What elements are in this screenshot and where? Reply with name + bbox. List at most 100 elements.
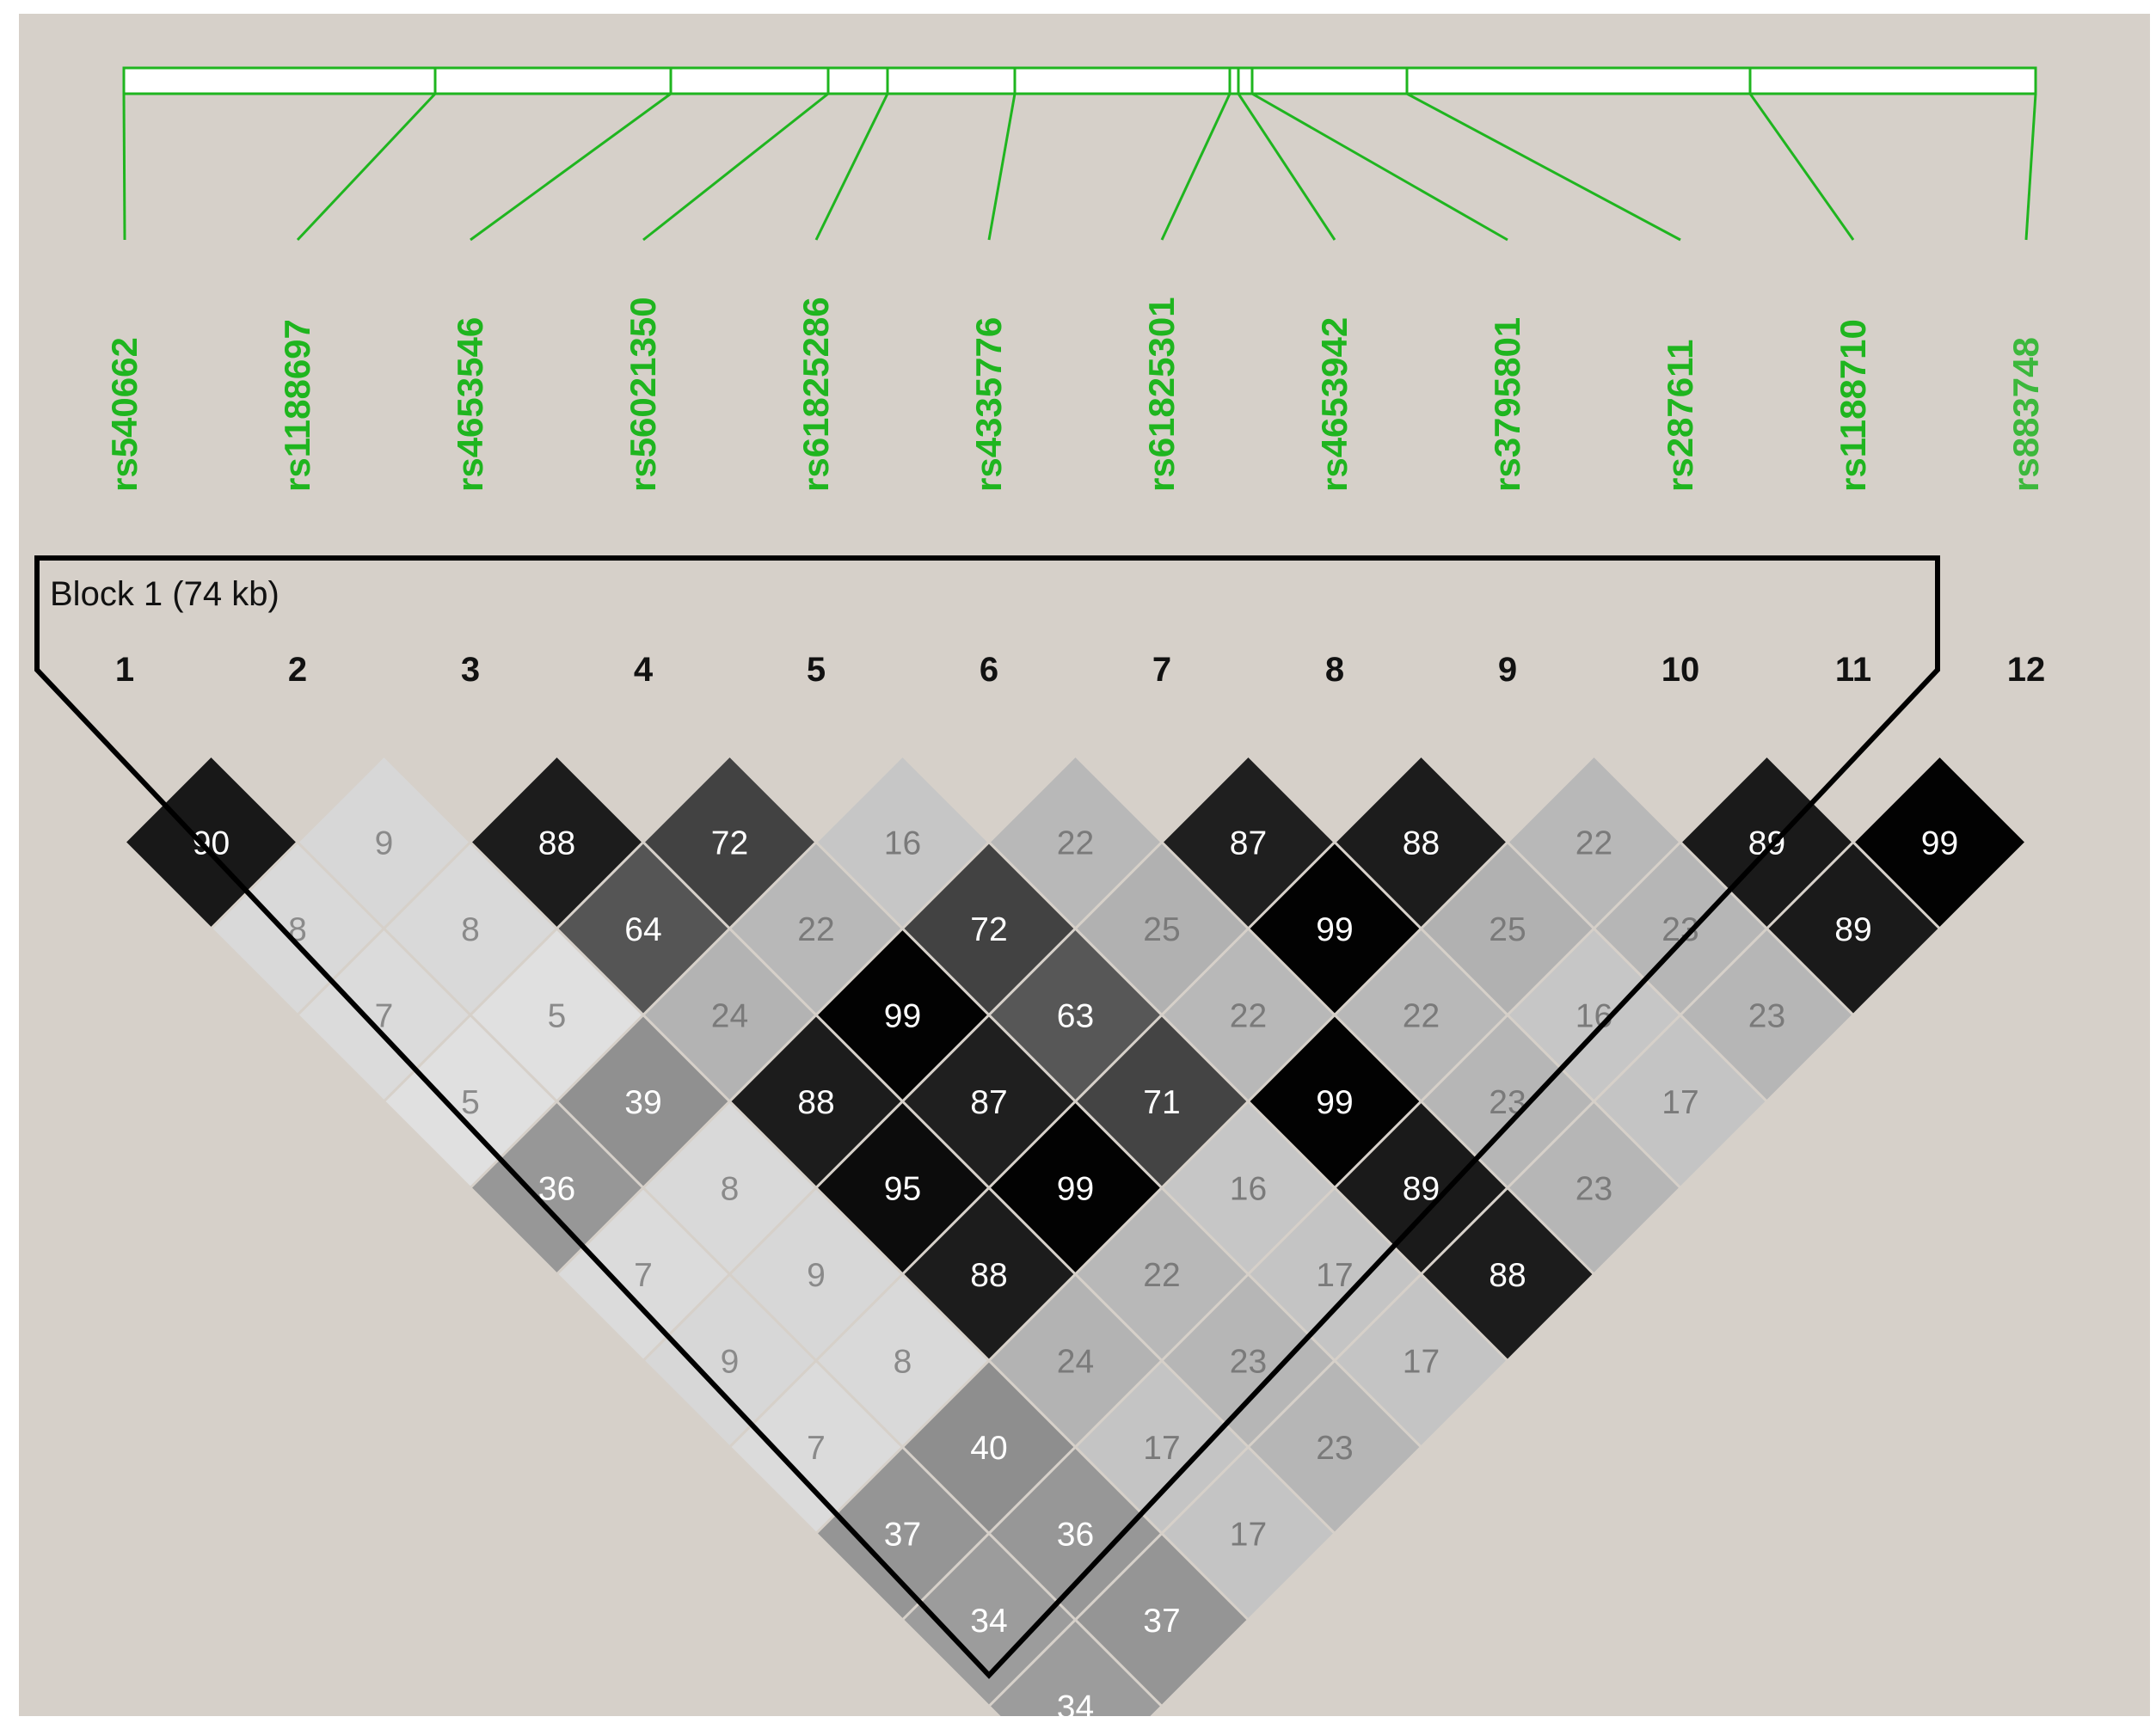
map-connector-line [1160,93,1232,241]
snp-name-labels: rs540662 rs1188697 rs4653546 rs56021350 rs61… [104,297,2046,492]
ld-cell-value: 8 [894,1344,912,1381]
ld-cell-value: 25 [1489,911,1526,948]
snp-name-label: rs883748 [2006,337,2046,492]
ld-cell-value: 8 [461,911,480,948]
map-connector-line [1406,92,1681,242]
ld-cell-value: 23 [1230,1344,1267,1381]
snp-name-label: rs61825301 [1141,297,1182,492]
snp-name-label: rs540662 [104,337,144,492]
ld-cell-value: 88 [1403,825,1440,862]
ld-cell-value: 71 [1143,1084,1180,1121]
ld-cell-value: 88 [1489,1257,1526,1294]
snp-name-label: rs3795801 [1487,317,1527,492]
ld-cell-value: 24 [1057,1344,1094,1381]
snp-name-label: rs56021350 [623,297,663,492]
ld-cell-value: 72 [711,825,748,862]
snp-name-label: rs1188697 [277,319,317,492]
ld-cell-value: 88 [797,1084,834,1121]
ld-cell-value: 5 [548,998,567,1035]
ld-cell-value: 99 [1057,1171,1094,1208]
ld-cell-value: 16 [884,825,921,862]
ld-cell-value: 37 [884,1517,921,1554]
ld-cell-value: 40 [970,1430,1007,1467]
ld-cell-value: 99 [1316,911,1353,948]
ld-cell-value: 89 [1834,911,1871,948]
ld-cell-value: 89 [1748,825,1785,862]
ld-cell-value: 34 [1057,1689,1094,1717]
marker-number: 11 [1835,651,1871,689]
map-connector-line [814,93,889,241]
ld-cell-value: 7 [375,998,394,1035]
marker-number: 2 [288,651,307,689]
map-connector-line [1748,93,1855,241]
ld-cell-value: 23 [1748,998,1785,1035]
ld-plot-svg: rs540662 rs1188697 rs4653546 rs56021350 rs61… [34,66,2046,1717]
ld-cell-value: 36 [1057,1517,1094,1554]
map-connector-line [987,93,1017,241]
marker-number: 3 [461,651,480,689]
map-connector-line [2024,93,2037,241]
ld-cell-value: 22 [1403,998,1440,1035]
marker-number: 9 [1498,651,1517,689]
map-connector-line [1251,92,1508,242]
map-connector-line [642,92,829,242]
ld-cell-value: 99 [1921,825,1958,862]
ld-cell-value: 17 [1230,1517,1267,1554]
marker-number: 10 [1662,651,1700,689]
snp-name-label: rs4653546 [450,317,490,492]
ld-cell-value: 7 [634,1257,653,1294]
ld-cell-value: 99 [1316,1084,1353,1121]
ld-cell-value: 23 [1489,1084,1526,1121]
ld-cell-value: 7 [807,1430,826,1467]
ld-cell-value: 36 [538,1171,575,1208]
marker-number: 4 [634,651,654,689]
ld-cell-value: 88 [538,825,575,862]
ld-cell-value: 17 [1662,1084,1698,1121]
map-connector-line [1237,93,1336,241]
haplotype-block: Block 1 (74 kb) [34,555,1940,1679]
marker-number: 5 [807,651,826,689]
ld-cell-value: 17 [1316,1257,1353,1294]
ld-cell-value: 88 [970,1257,1007,1294]
ld-cell: 99 [1851,753,2029,931]
ld-cell-value: 22 [1230,998,1267,1035]
ld-cell-value: 34 [970,1603,1007,1640]
ld-cell-value: 22 [797,911,834,948]
snp-name-label: rs4335776 [968,317,1009,492]
marker-number: 12 [2007,651,2046,689]
ld-cell-value: 23 [1316,1430,1353,1467]
map-connector-line [296,92,437,242]
ld-cell-value: 22 [1057,825,1094,862]
marker-number: 7 [1152,651,1171,689]
ld-cell-value: 23 [1576,1171,1612,1208]
marker-number: 8 [1325,651,1344,689]
ld-cell-value: 24 [711,998,748,1035]
map-connector-line [470,92,672,242]
ld-cell-value: 72 [970,911,1007,948]
ld-cell-value: 87 [970,1084,1007,1121]
ld-cells: 9087536797373434985398984036378864248895… [122,753,2029,1717]
ld-cell-value: 5 [461,1084,480,1121]
ld-plot-panel: rs540662 rs1188697 rs4653546 rs56021350 rs61… [19,14,2150,1716]
ld-cell-value: 64 [624,911,661,948]
snp-name-label: rs1188710 [1833,319,1873,492]
ld-cell-value: 22 [1143,1257,1180,1294]
ld-cell-value: 8 [721,1171,740,1208]
marker-number: 1 [115,651,134,689]
map-connector-line [122,93,126,241]
block-label: Block 1 (74 kb) [50,575,279,613]
snp-name-label: rs287611 [1660,339,1700,492]
marker-number: 6 [980,651,998,689]
ld-cell-value: 9 [375,825,394,862]
snp-name-label: rs61825286 [795,297,836,492]
ld-cell-value: 25 [1143,911,1180,948]
marker-position-map [122,66,2037,242]
snp-name-label: rs4653942 [1314,317,1354,492]
ld-cell-value: 17 [1143,1430,1180,1467]
ld-cell-value: 17 [1403,1344,1440,1381]
ld-cell-value: 39 [624,1084,661,1121]
ld-cell-value: 16 [1230,1171,1267,1208]
ld-cell-value: 37 [1143,1603,1180,1640]
ld-cell-value: 63 [1057,998,1094,1035]
